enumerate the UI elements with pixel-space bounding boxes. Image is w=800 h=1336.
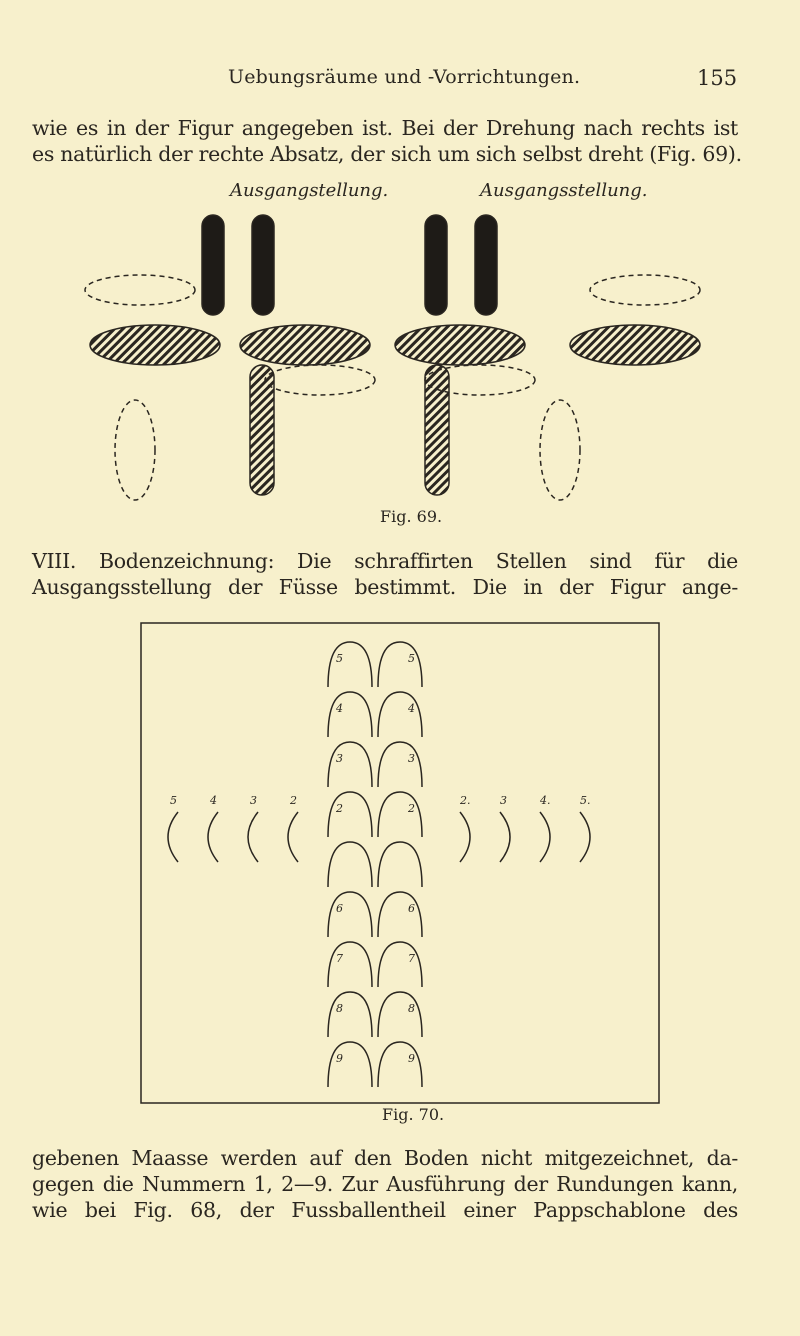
center-number: 7	[336, 952, 343, 965]
center-number: 3	[336, 752, 343, 765]
arc-left	[247, 811, 259, 863]
center-number: 3	[408, 752, 415, 765]
right-number: 4.	[539, 794, 551, 807]
center-number: 7	[408, 952, 415, 965]
heel-arc	[377, 741, 423, 788]
arc-right	[539, 811, 551, 863]
center-number: 8	[336, 1002, 343, 1015]
paragraph-line: VIII. Bodenzeichnung: Die schraffirten S…	[32, 549, 738, 573]
center-number: 5	[408, 652, 415, 665]
fig70-caption: Fig. 70.	[382, 1105, 445, 1124]
heel-arc	[327, 1041, 373, 1088]
center-number: 9	[408, 1052, 415, 1065]
left-number: 5	[170, 794, 177, 807]
heel-arc	[377, 691, 423, 738]
center-number: 8	[408, 1002, 415, 1015]
center-number: 9	[336, 1052, 343, 1065]
center-number: 5	[336, 652, 343, 665]
arc-left	[167, 811, 179, 863]
center-number: 6	[336, 902, 343, 915]
center-number: 4	[407, 702, 415, 715]
heel-arc	[327, 941, 373, 988]
heel-arc	[327, 791, 373, 838]
heel-arc	[327, 741, 373, 788]
heel-arc	[327, 691, 373, 738]
fig69-illustration	[84, 214, 701, 501]
right-number: 3	[500, 794, 507, 807]
fig69-label-left: Ausgangstellung.	[230, 180, 389, 201]
paragraph-line: gegen die Nummern 1, 2—9. Zur Ausführung…	[32, 1172, 738, 1196]
heel-arc	[327, 841, 373, 888]
heel-arc	[327, 891, 373, 938]
heel-arc	[377, 991, 423, 1038]
arc-right	[459, 811, 471, 863]
fig69-label-right: Ausgangsstellung.	[480, 180, 648, 201]
right-number: 2.	[459, 794, 471, 807]
paragraph-line: wie bei Fig. 68, der Fussballentheil ein…	[32, 1198, 738, 1222]
center-number: 2	[407, 802, 415, 815]
heel-arc	[377, 891, 423, 938]
heel-arc	[327, 641, 373, 688]
paragraph-line: wie es in der Figur angegeben ist. Bei d…	[32, 116, 738, 140]
heel-arc	[327, 991, 373, 1038]
arc-right	[579, 811, 591, 863]
fig69-caption: Fig. 69.	[380, 507, 443, 526]
heel-arc	[377, 641, 423, 688]
arc-left	[287, 811, 299, 863]
heel-arc	[377, 841, 423, 888]
left-number: 3	[250, 794, 257, 807]
paragraph-line: es natürlich der rechte Absatz, der sich…	[32, 142, 742, 166]
paragraph-line: Ausgangsstellung der Füsse bestimmt. Die…	[32, 575, 738, 599]
page-number: 155	[697, 66, 738, 90]
right-number: 5.	[580, 794, 591, 807]
header-title: Uebungsräume und -Vorrichtungen.	[228, 66, 581, 88]
arc-right	[499, 811, 511, 863]
paragraph-line: gebenen Maasse werden auf den Boden nich…	[32, 1146, 738, 1170]
heel-arc	[377, 941, 423, 988]
center-number: 4	[335, 702, 343, 715]
center-number: 6	[408, 902, 415, 915]
left-number: 2	[289, 794, 297, 807]
left-number: 4	[209, 794, 217, 807]
fig70-illustration: 5 5 4 4 3 3 2 2 6 6 7 7 8 8 9 9 5 4 3 2 2. 3 4. 5.	[140, 622, 660, 1104]
center-number: 2	[335, 802, 343, 815]
arc-left	[207, 811, 219, 863]
heel-arc	[377, 1041, 423, 1088]
heel-arc	[377, 791, 423, 838]
